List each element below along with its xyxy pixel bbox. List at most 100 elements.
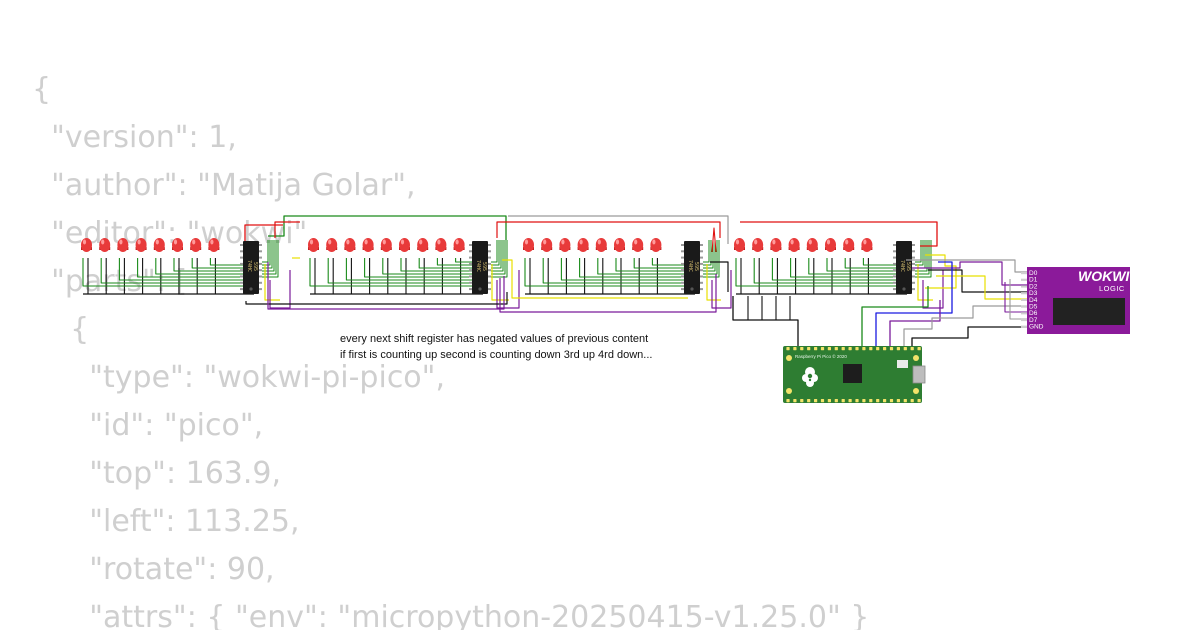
chip-pin bbox=[259, 281, 262, 284]
led-highlight bbox=[192, 239, 196, 245]
chip-pin bbox=[912, 250, 915, 253]
pico-pin bbox=[910, 399, 914, 403]
chip-pin bbox=[240, 275, 243, 278]
led-highlight bbox=[101, 239, 105, 245]
wire bbox=[327, 258, 473, 284]
pico-pin bbox=[814, 399, 818, 403]
chip-pin bbox=[488, 256, 491, 259]
chip-pin bbox=[700, 244, 703, 246]
logic-pin-label: D6 bbox=[1029, 310, 1038, 317]
chip-pin bbox=[681, 244, 684, 246]
wire bbox=[524, 258, 685, 287]
wire bbox=[491, 240, 504, 272]
wire bbox=[597, 258, 685, 275]
chip-pin bbox=[469, 262, 472, 265]
wire bbox=[861, 286, 929, 346]
wire bbox=[703, 240, 712, 266]
pico-pin bbox=[883, 399, 887, 403]
logic-pin-label: D0 bbox=[1029, 270, 1038, 277]
led-highlight bbox=[863, 239, 867, 245]
usb-port-icon[interactable] bbox=[912, 365, 926, 384]
wire bbox=[826, 258, 897, 272]
led-highlight bbox=[808, 239, 812, 245]
chip-pin bbox=[893, 269, 896, 272]
wire bbox=[400, 258, 473, 272]
chip-pin bbox=[469, 288, 472, 291]
led-highlight bbox=[826, 239, 831, 245]
chip-pin bbox=[488, 275, 491, 278]
pico-pin bbox=[896, 347, 900, 351]
logic-pin-label: D7 bbox=[1029, 317, 1038, 324]
red-led bbox=[752, 238, 764, 252]
chip-label: 74HC bbox=[687, 260, 693, 272]
chip-pin bbox=[469, 250, 472, 253]
chip-pin bbox=[240, 288, 243, 291]
logic-pin-label: D5 bbox=[1029, 304, 1038, 311]
led-highlight bbox=[137, 239, 141, 245]
wire bbox=[100, 258, 244, 284]
wire bbox=[491, 264, 509, 301]
wire bbox=[740, 221, 938, 247]
red-led bbox=[577, 238, 589, 252]
raspberry-pi-pico[interactable]: Raspberry Pi Pico © 2020 bbox=[783, 346, 926, 403]
chip-pin bbox=[469, 269, 472, 272]
led-highlight bbox=[364, 239, 368, 245]
chip-pin bbox=[259, 269, 262, 272]
wire bbox=[155, 258, 244, 275]
chip-pin bbox=[893, 244, 896, 246]
wire bbox=[915, 240, 924, 266]
led-highlight bbox=[845, 239, 849, 245]
chip-pin bbox=[259, 288, 262, 291]
led-highlight bbox=[597, 239, 601, 245]
chip-pin bbox=[893, 256, 896, 259]
logic-pin-header bbox=[1021, 318, 1027, 322]
led-highlight bbox=[561, 239, 565, 245]
pico-silkscreen: Raspberry Pi Pico © 2020 bbox=[795, 353, 847, 359]
chip-label: 595 bbox=[252, 262, 258, 271]
led-highlight bbox=[400, 239, 405, 245]
wire bbox=[560, 258, 685, 281]
pico-pin bbox=[800, 347, 804, 351]
pico-pin bbox=[889, 347, 894, 351]
chip-pin bbox=[912, 275, 915, 278]
logic-pin-header bbox=[1021, 305, 1027, 308]
wire bbox=[262, 240, 277, 275]
wire bbox=[262, 240, 279, 278]
chip-notch-icon bbox=[690, 287, 694, 291]
red-led bbox=[326, 238, 338, 252]
chip-label: 595 bbox=[693, 262, 699, 271]
chip-pin bbox=[700, 262, 703, 265]
chip-pin bbox=[259, 275, 262, 278]
chip-label: 595 bbox=[481, 262, 487, 271]
wire bbox=[262, 240, 271, 266]
wire bbox=[502, 259, 688, 299]
led-highlight bbox=[772, 239, 776, 245]
pico-pin bbox=[862, 399, 866, 403]
chip-pin bbox=[893, 281, 896, 284]
wire bbox=[703, 240, 710, 263]
chip-notch-icon bbox=[478, 287, 482, 291]
pico-pin bbox=[848, 347, 852, 351]
wire bbox=[491, 240, 500, 266]
chip-pin bbox=[893, 275, 896, 278]
wire bbox=[862, 258, 897, 266]
pico-bootsel-button[interactable] bbox=[897, 360, 908, 368]
logic-pin-label: GND bbox=[1029, 324, 1044, 331]
red-led bbox=[308, 238, 319, 252]
wire bbox=[711, 270, 732, 309]
wire bbox=[82, 258, 244, 287]
pico-pin bbox=[896, 399, 900, 403]
wire bbox=[309, 258, 473, 287]
json-code-line: { bbox=[32, 72, 52, 107]
wire bbox=[875, 261, 953, 346]
pico-mount-hole bbox=[786, 355, 792, 361]
led-highlight bbox=[382, 239, 386, 245]
json-code-line: "id": "pico", bbox=[32, 408, 264, 443]
json-code-line: "rotate": 90, bbox=[32, 552, 275, 587]
red-led bbox=[734, 238, 745, 252]
wire bbox=[703, 240, 714, 269]
chip-pin bbox=[488, 281, 491, 284]
chip-pin bbox=[681, 288, 684, 291]
